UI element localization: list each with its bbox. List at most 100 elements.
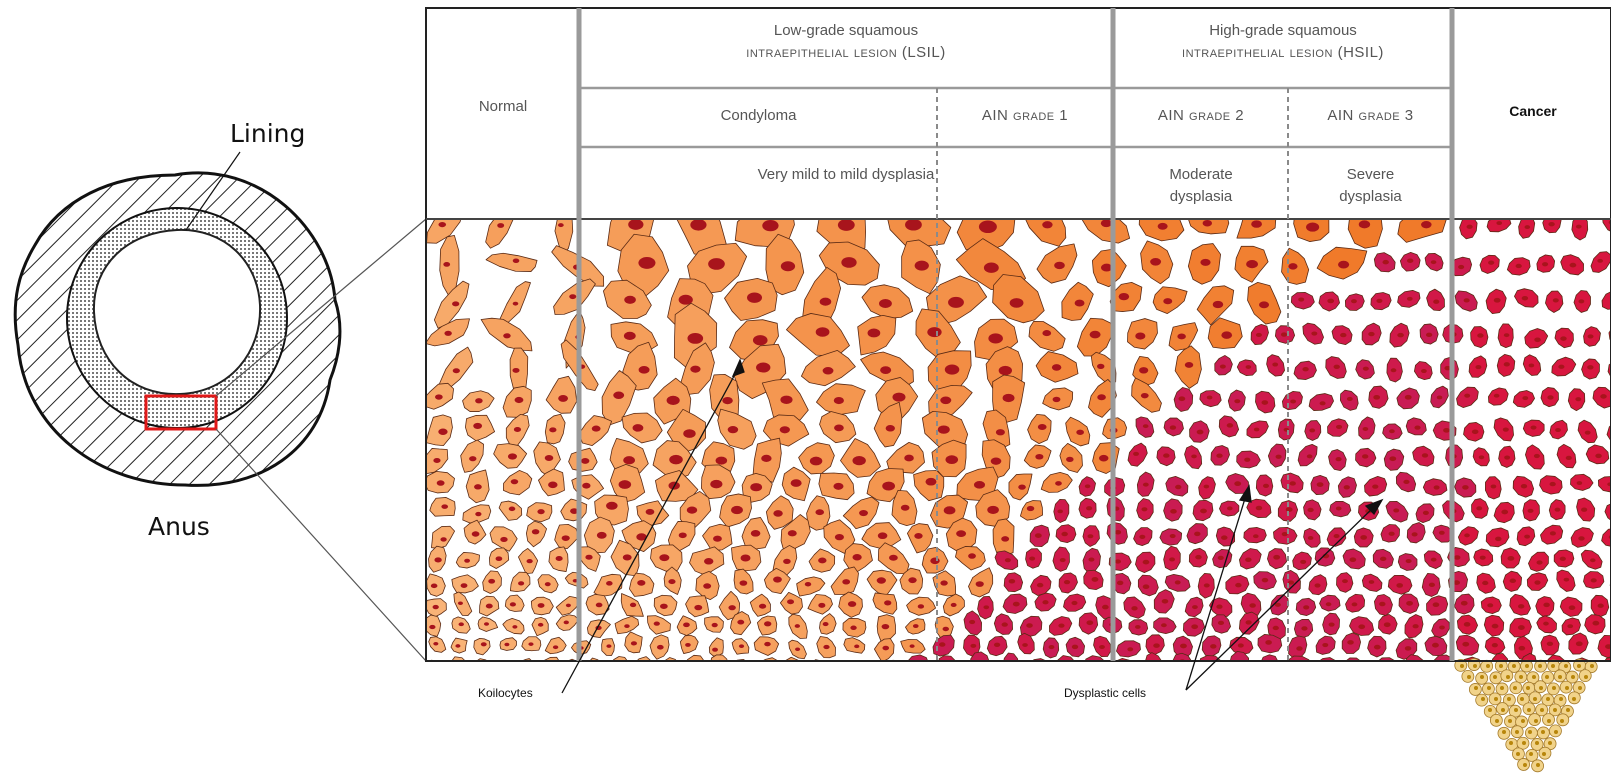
cell-nucleus: [848, 601, 856, 607]
cell-nucleus: [1097, 364, 1104, 369]
cell-nucleus: [475, 398, 482, 403]
epithelial-cell: [1406, 655, 1426, 675]
cell-nucleus: [1322, 643, 1328, 647]
invasive-cell-nucleus: [1500, 686, 1504, 690]
cell-nucleus: [1178, 396, 1185, 401]
cell-nucleus: [751, 530, 761, 537]
cell-nucleus: [581, 458, 589, 464]
invasive-cell-nucleus: [1481, 697, 1485, 701]
cell-nucleus: [944, 506, 956, 514]
cell-nucleus: [1414, 425, 1420, 429]
cell-nucleus: [1397, 333, 1403, 338]
cell-nucleus: [1042, 221, 1052, 228]
cell-nucleus: [690, 366, 700, 373]
invasive-cell-nucleus: [1512, 664, 1516, 668]
invasive-cell-nucleus: [1590, 664, 1594, 668]
cell-nucleus: [1325, 664, 1331, 668]
cell-nucleus: [1391, 368, 1397, 372]
epithelial-cell: [881, 660, 900, 675]
cell-nucleus: [1495, 537, 1501, 542]
cell-nucleus: [1117, 581, 1123, 585]
cell-nucleus: [1585, 431, 1591, 435]
cell-nucleus: [1591, 578, 1597, 582]
epithelial-cell: [906, 655, 928, 674]
cell-nucleus: [1476, 506, 1482, 510]
invasive-cell-nucleus: [1516, 752, 1520, 756]
cell-nucleus: [459, 622, 464, 626]
cell-nucleus: [1413, 624, 1419, 628]
cell-nucleus: [455, 644, 460, 648]
cell-nucleus: [1086, 620, 1093, 625]
invasive-cell-nucleus: [1467, 675, 1471, 679]
cell-nucleus: [1298, 297, 1304, 301]
invasive-cell-nucleus: [1534, 719, 1538, 723]
cell-nucleus: [761, 455, 771, 462]
cell-nucleus: [913, 624, 919, 628]
hsil-header-line2: intraepithelial lesion (HSIL): [1115, 42, 1451, 64]
cell-nucleus: [504, 643, 509, 647]
cell-nucleus: [1429, 583, 1435, 587]
cell-nucleus: [988, 333, 1003, 343]
cell-nucleus: [1336, 425, 1342, 429]
cell-nucleus: [823, 622, 829, 626]
cell-nucleus: [628, 219, 643, 230]
cell-nucleus: [1071, 601, 1077, 605]
cell-nucleus: [1587, 365, 1593, 369]
cell-nucleus: [1553, 298, 1559, 302]
invasive-cell-nucleus: [1554, 730, 1558, 734]
cell-nucleus: [1439, 625, 1445, 629]
cell-nucleus: [1380, 557, 1386, 561]
cell-nucleus: [882, 482, 895, 491]
cell-nucleus: [750, 483, 762, 491]
cell-nucleus: [1216, 605, 1222, 609]
cell-nucleus: [1115, 559, 1121, 563]
cell-nucleus: [834, 397, 844, 404]
koilocytes-label: Koilocytes: [478, 686, 533, 700]
cell-nucleus: [818, 603, 825, 608]
cell-nucleus: [1026, 623, 1033, 628]
lsil-header: Low-grade squamous intraepithelial lesio…: [581, 20, 1111, 64]
cell-nucleus: [503, 333, 510, 338]
cell-nucleus: [1560, 557, 1566, 561]
cell-nucleus: [1320, 401, 1326, 405]
cell-nucleus: [1464, 622, 1471, 627]
cell-nucleus: [1263, 484, 1269, 488]
cell-nucleus: [868, 329, 881, 338]
cell-nucleus: [1411, 662, 1417, 666]
cell-nucleus: [1344, 485, 1350, 489]
cell-nucleus: [1329, 623, 1335, 627]
cell-nucleus: [927, 327, 941, 337]
cell-nucleus: [1534, 454, 1540, 458]
cell-nucleus: [624, 332, 636, 340]
cell-nucleus: [1578, 299, 1584, 303]
cell-nucleus: [880, 366, 891, 374]
epithelial-cell: [611, 656, 628, 673]
cell-nucleus: [513, 302, 519, 306]
cell-nucleus: [619, 480, 632, 489]
invasive-cell-nucleus: [1528, 730, 1532, 734]
cell-nucleus: [1524, 535, 1530, 539]
cell-nucleus: [888, 665, 894, 669]
cell-nucleus: [1396, 583, 1403, 588]
invasive-cell-nucleus: [1535, 741, 1539, 745]
lsil-header-line2: intraepithelial lesion (LSIL): [581, 42, 1111, 64]
epithelial-cell: [542, 657, 559, 673]
epithelium-cell-field: [422, 194, 1611, 679]
cell-nucleus: [1170, 509, 1177, 514]
invasive-cell-nucleus: [1460, 664, 1464, 668]
zoom-line-bottom: [216, 429, 426, 661]
invasive-cell-nucleus: [1509, 741, 1513, 745]
cell-nucleus: [969, 620, 975, 624]
cell-nucleus: [852, 554, 861, 560]
cell-nucleus: [877, 577, 886, 583]
cell-nucleus: [1389, 456, 1396, 461]
cell-nucleus: [1518, 604, 1524, 608]
cell-nucleus: [1480, 556, 1486, 560]
cell-nucleus: [509, 507, 516, 512]
cell-nucleus: [1462, 485, 1469, 490]
severe-dysplasia-header: Severe dysplasia: [1290, 164, 1451, 208]
cell-nucleus: [1564, 578, 1570, 582]
cell-nucleus: [1542, 262, 1548, 266]
cell-nucleus: [708, 258, 725, 270]
cell-nucleus: [886, 425, 895, 431]
